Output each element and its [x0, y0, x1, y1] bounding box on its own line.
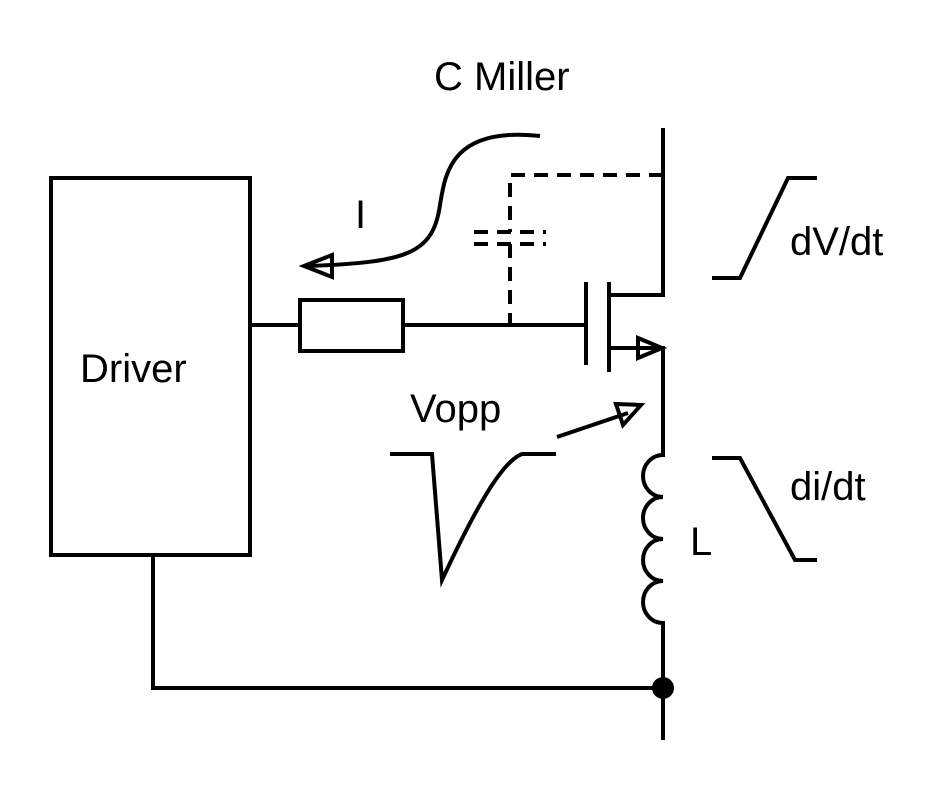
inductor-coil	[641, 445, 665, 688]
mosfet	[584, 128, 668, 445]
return-wire	[151, 555, 663, 690]
source-arrow-icon	[636, 335, 668, 361]
current-label: I	[355, 193, 366, 237]
dv-dt-label: dV/dt	[790, 220, 883, 264]
dv-dt-waveform: dV/dt	[712, 176, 883, 280]
vopp-arrow-shaft	[556, 411, 629, 439]
junction-dot	[652, 677, 674, 699]
current-arrow-icon	[298, 252, 334, 280]
drain-connection	[609, 128, 665, 297]
dv-dt-ramp	[712, 176, 817, 280]
current-curve	[309, 132, 541, 268]
vopp-arrow-icon	[613, 401, 646, 429]
miller-current: I	[298, 132, 541, 280]
miller-dashed-top	[508, 173, 663, 232]
inductor-label: L	[690, 520, 712, 564]
driver-block: Driver	[49, 176, 252, 557]
di-dt-ramp	[712, 456, 817, 562]
gate-resistor	[298, 298, 405, 353]
di-dt-label: di/dt	[790, 465, 866, 509]
stray-inductor: L	[641, 445, 712, 688]
vopp-spike	[390, 452, 556, 588]
return-path	[151, 555, 674, 740]
source-connection	[609, 346, 665, 445]
di-dt-waveform: di/dt	[712, 456, 866, 562]
driver-label: Driver	[80, 347, 187, 391]
vopp-waveform: Vopp	[390, 387, 646, 588]
vopp-label: Vopp	[410, 387, 501, 431]
miller-capacitance: C Miller	[434, 55, 663, 325]
gate-path	[250, 298, 584, 353]
c-miller-label: C Miller	[434, 55, 570, 99]
driver-box	[49, 176, 252, 557]
